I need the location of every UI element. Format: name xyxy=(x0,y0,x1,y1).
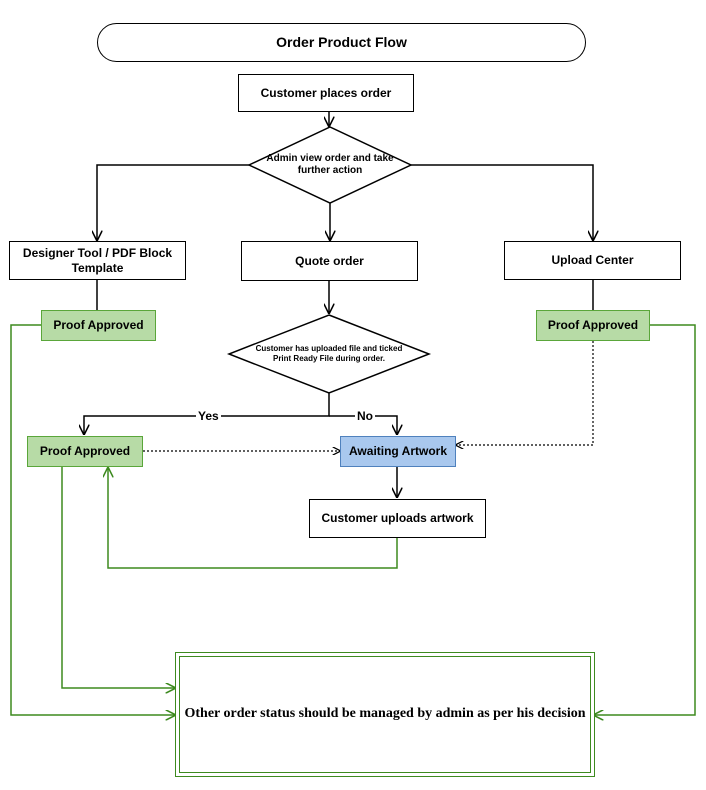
edge-no xyxy=(329,415,397,434)
node-proof-approved-left: Proof Approved xyxy=(41,310,156,341)
node-upload-center: Upload Center xyxy=(504,241,681,280)
edge-uploads-back-to-proof xyxy=(108,468,398,569)
node-other-order-status: Other order status should be managed by … xyxy=(175,652,595,777)
node-customer-uploads-artwork: Customer uploads artwork xyxy=(309,499,486,538)
node-quote-order: Quote order xyxy=(241,241,418,281)
node-proof-approved-right: Proof Approved xyxy=(536,310,650,341)
node-admin-view-order: Admin view order and take further action xyxy=(266,153,394,176)
edge-proof-right-to-awaiting xyxy=(456,341,594,445)
node-proof-approved-mid: Proof Approved xyxy=(27,436,143,467)
edge-proof-right-to-final xyxy=(594,324,696,715)
edge-label-yes: Yes xyxy=(196,409,221,423)
node-customer-places-order: Customer places order xyxy=(238,74,414,112)
edge-admin-to-upload xyxy=(411,164,593,240)
node-awaiting-artwork: Awaiting Artwork xyxy=(340,436,456,467)
edge-label-no: No xyxy=(355,409,375,423)
node-customer-uploaded-check: Customer has uploaded file and ticked Pr… xyxy=(255,344,403,363)
edge-proof-left-to-final xyxy=(10,324,175,715)
edge-admin-to-designer xyxy=(97,164,249,240)
flow-title: Order Product Flow xyxy=(97,23,586,62)
node-designer-tool: Designer Tool / PDF Block Template xyxy=(9,241,186,280)
edge-proof-mid-to-final xyxy=(61,467,175,688)
